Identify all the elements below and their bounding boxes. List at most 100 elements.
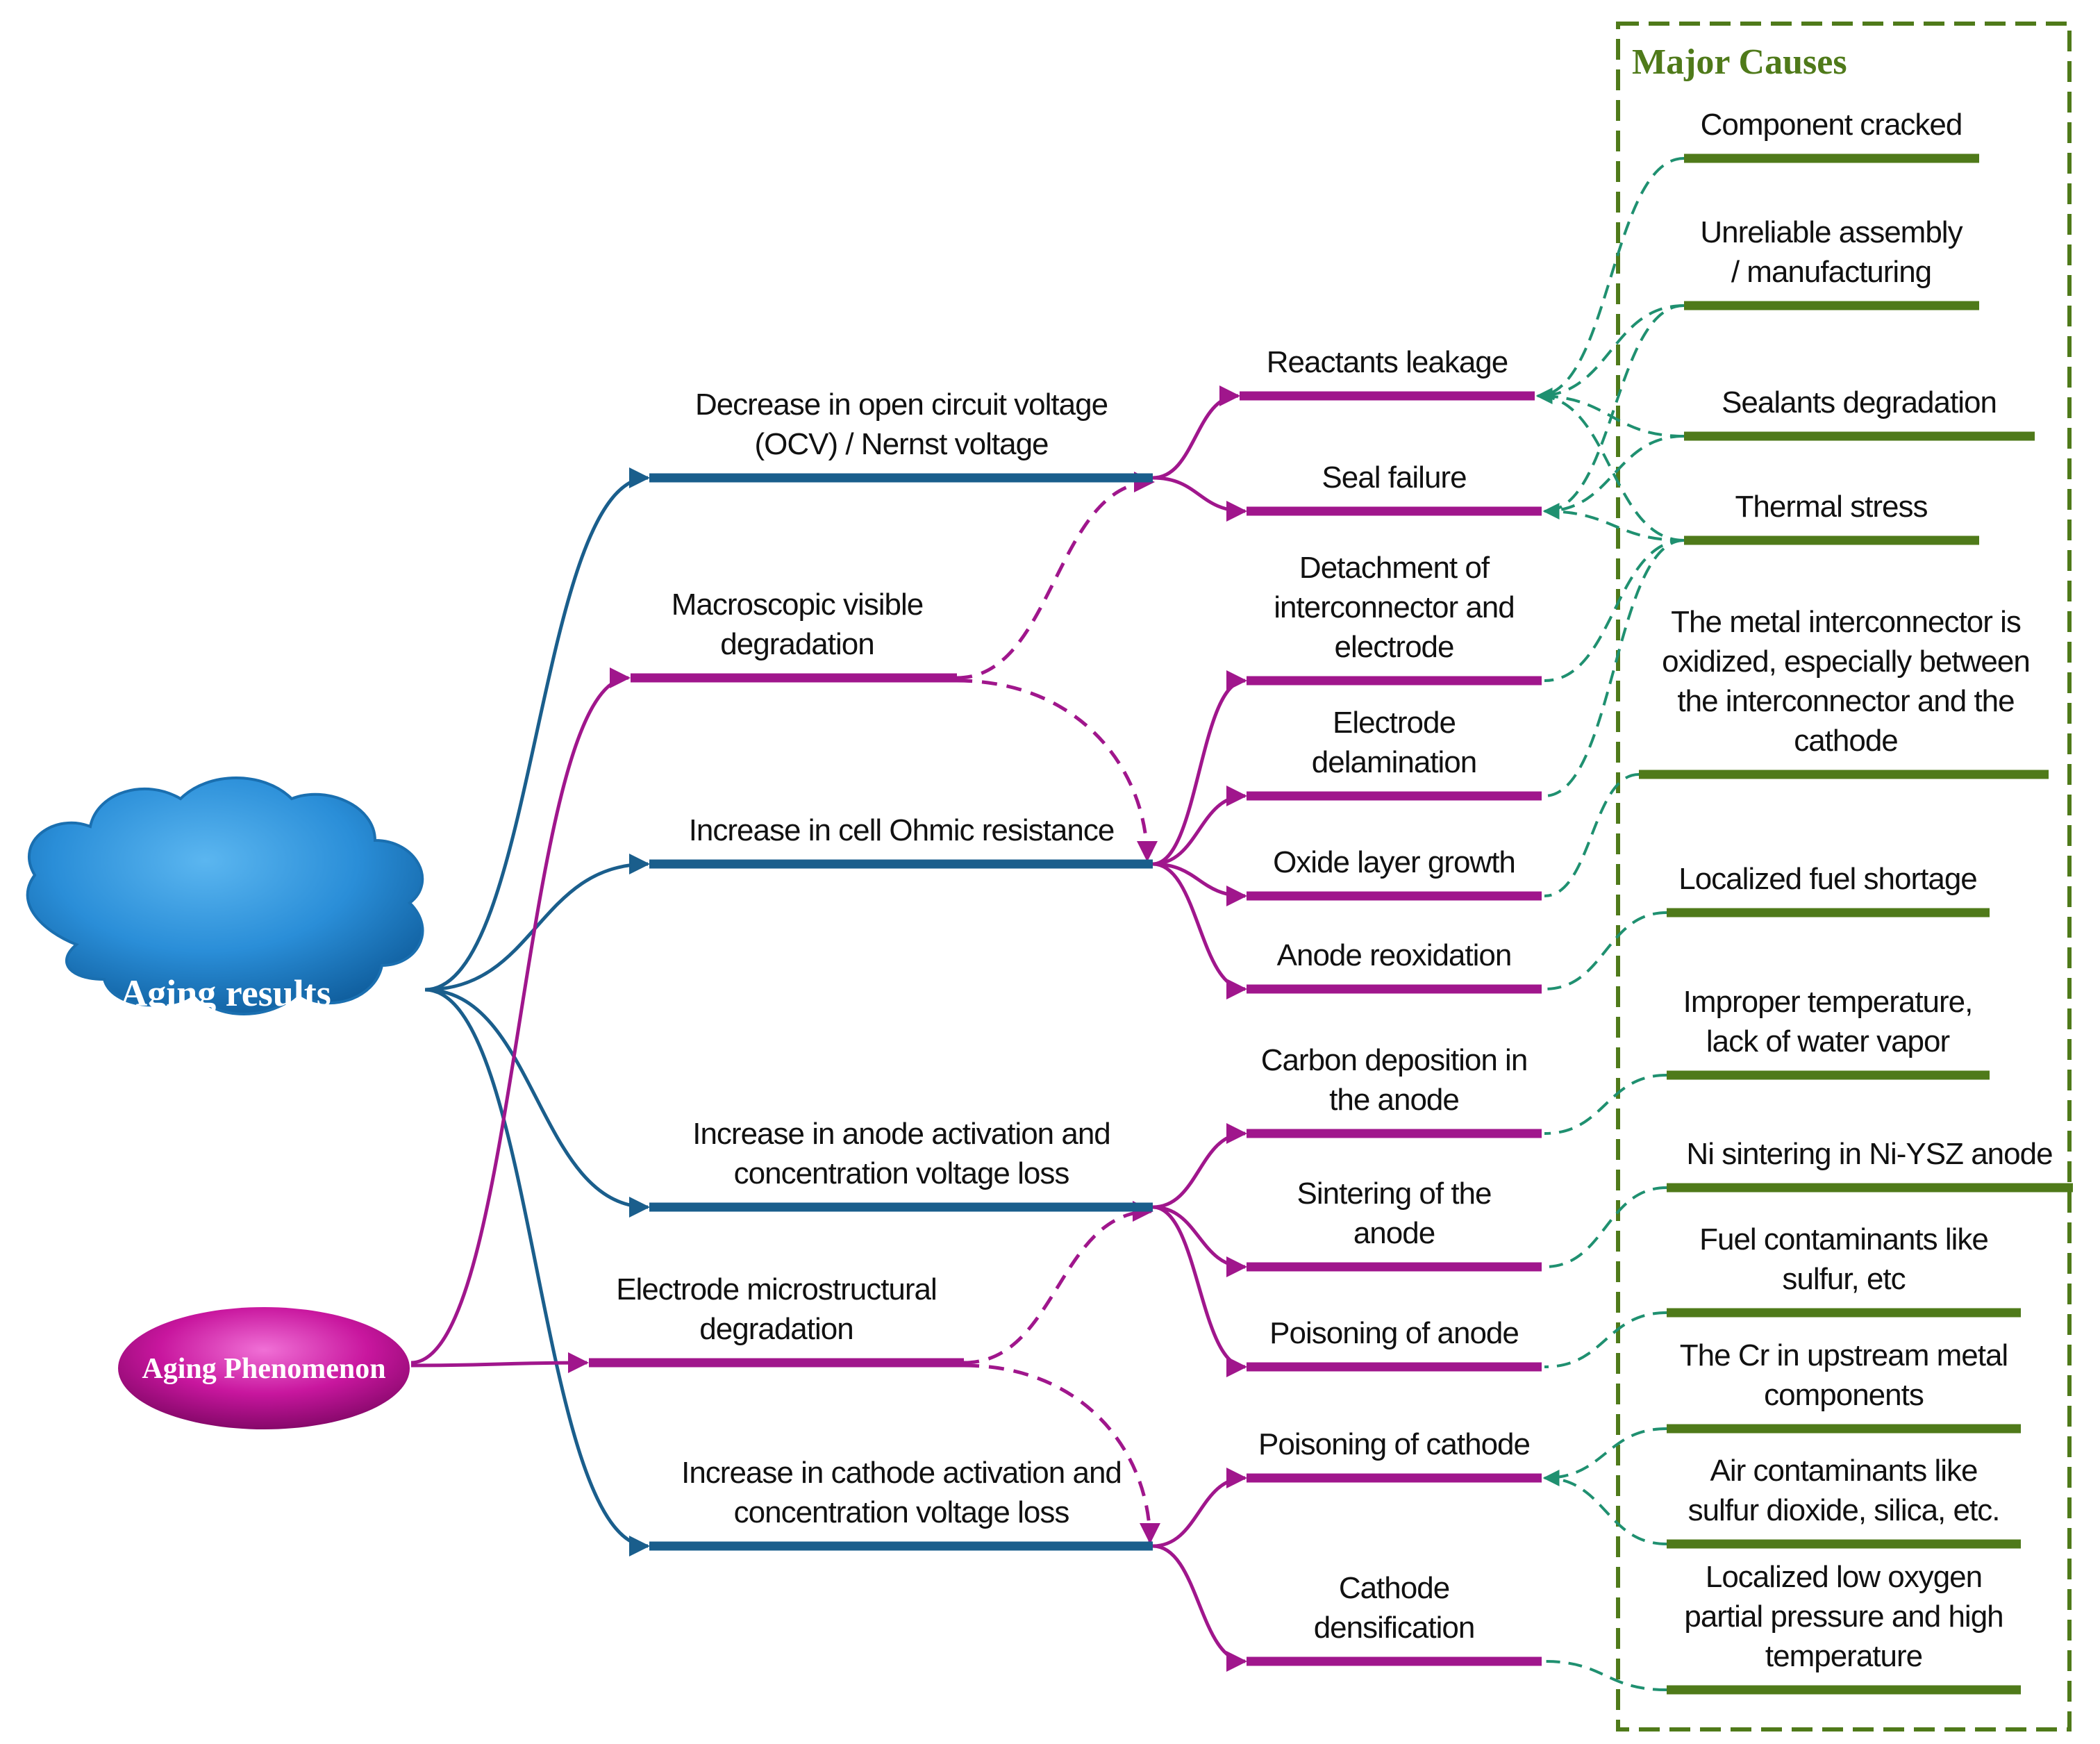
mechanism-label: Poisoning of cathode bbox=[1258, 1427, 1530, 1461]
result-to-mechanism-connector bbox=[1152, 862, 1247, 999]
result-to-mechanism-connector bbox=[1152, 1205, 1247, 1377]
mechanism-label-line: densification bbox=[1314, 1611, 1475, 1645]
cause-to-mechanism-connector bbox=[1535, 157, 1685, 404]
cause-label-line: Localized fuel shortage bbox=[1678, 862, 1977, 896]
cause-label: Thermal stress bbox=[1735, 490, 1928, 524]
cause-to-mechanism-connector bbox=[1542, 304, 1685, 520]
oval-shape bbox=[118, 1307, 410, 1429]
result-to-mechanism-connector bbox=[1152, 862, 1247, 906]
phenomenon-link-dashed bbox=[963, 1201, 1153, 1365]
mechanism-label: Reactants leakage bbox=[1267, 345, 1508, 379]
cause-label-line: The Cr in upstream metal bbox=[1680, 1338, 2008, 1372]
bars-layer bbox=[589, 153, 2073, 1695]
cause-to-mechanism-connector bbox=[1537, 395, 1685, 542]
aging-results-cloud: Aging results bbox=[26, 777, 424, 1015]
cause-to-mechanism-connector bbox=[1544, 510, 1685, 542]
mechanism-label: Anode reoxidation bbox=[1277, 938, 1512, 972]
root-to-phenomenon-connector bbox=[410, 1352, 589, 1374]
cause-label-line: cathode bbox=[1794, 724, 1898, 758]
cause-label-line: partial pressure and high bbox=[1684, 1600, 2003, 1634]
result-to-mechanism-connector bbox=[1152, 670, 1247, 866]
cloud-shape bbox=[26, 777, 424, 1015]
aging-phenomenon-label-line: Macroscopic visible bbox=[672, 588, 923, 622]
cause-label-line: Unreliable assembly bbox=[1700, 215, 1962, 249]
cause-label-line: Thermal stress bbox=[1735, 490, 1928, 524]
result-to-mechanism-connector bbox=[1152, 786, 1247, 866]
mechanism-label: Cathode densification bbox=[1314, 1571, 1475, 1645]
mechanism-label-line: Poisoning of cathode bbox=[1258, 1427, 1530, 1461]
aging-phenomenon-label-line: degradation bbox=[699, 1312, 853, 1346]
aging-phenomenon-label: Aging Phenomenon bbox=[142, 1353, 385, 1385]
mechanism-label-line: delamination bbox=[1312, 745, 1477, 779]
cause-label: Localized fuel shortage bbox=[1678, 862, 1977, 896]
aging-result-label-line: Increase in anode activation and bbox=[692, 1117, 1110, 1151]
cause-label-line: components bbox=[1764, 1378, 1924, 1412]
mechanism-label-line: Detachment of bbox=[1299, 551, 1490, 585]
cause-to-mechanism-connector bbox=[1544, 1660, 1667, 1691]
result-to-mechanism-connector bbox=[1152, 1544, 1247, 1672]
cause-to-mechanism-connector bbox=[1544, 1074, 1667, 1135]
aging-result-label-line: (OCV) / Nernst voltage bbox=[754, 427, 1048, 461]
cause-label-line: temperature bbox=[1765, 1639, 1922, 1673]
cause-to-mechanism-connector bbox=[1544, 1186, 1667, 1268]
mechanism-label-line: the anode bbox=[1329, 1083, 1459, 1117]
aging-result-label-line: Decrease in open circuit voltage bbox=[695, 388, 1108, 422]
cause-label-line: lack of water vapor bbox=[1706, 1024, 1950, 1058]
phenomenon-link-dashed bbox=[963, 1363, 1160, 1544]
cause-to-mechanism-connector bbox=[1544, 911, 1667, 990]
cause-label: Unreliable assembly/ manufacturing bbox=[1700, 215, 1962, 289]
major-causes-title: Major Causes bbox=[1632, 42, 1847, 82]
result-to-mechanism-connector bbox=[1152, 476, 1247, 522]
cause-label: The Cr in upstream metal components bbox=[1680, 1338, 2008, 1412]
root-to-result-connector bbox=[424, 467, 650, 992]
mechanism-label-line: Seal failure bbox=[1322, 460, 1466, 495]
connectors-layer bbox=[410, 157, 1685, 1691]
cause-label-line: sulfur dioxide, silica, etc. bbox=[1688, 1493, 2000, 1527]
result-to-mechanism-connector bbox=[1152, 1468, 1247, 1548]
aging-phenomenon-label-line: Electrode microstructural bbox=[616, 1272, 937, 1306]
mechanism-label: Carbon deposition in the anode bbox=[1261, 1043, 1528, 1117]
mechanism-label-line: interconnector and bbox=[1274, 590, 1514, 624]
aging-result-label-line: concentration voltage loss bbox=[734, 1156, 1069, 1190]
mechanism-label-line: Poisoning of anode bbox=[1269, 1316, 1519, 1350]
result-to-mechanism-connector bbox=[1152, 1123, 1247, 1209]
mechanism-label-line: electrode bbox=[1334, 630, 1453, 664]
cause-to-mechanism-connector bbox=[1544, 435, 1685, 513]
aging-result-label: Decrease in open circuit voltage (OCV) / … bbox=[695, 388, 1108, 461]
mechanism-label: Detachment of interconnector and electrode bbox=[1274, 551, 1514, 664]
mechanism-label-line: Cathode bbox=[1339, 1571, 1449, 1605]
root-to-result-connector bbox=[424, 988, 650, 1556]
cause-label-line: Sealants degradation bbox=[1722, 385, 1997, 420]
result-to-mechanism-connector bbox=[1152, 1205, 1247, 1277]
cause-label-line: Localized low oxygen bbox=[1706, 1560, 1982, 1594]
cause-label: Improper temperature,lack of water vapor bbox=[1683, 985, 1973, 1058]
aging-phenomenon-oval: Aging Phenomenon bbox=[118, 1307, 410, 1429]
phenomenon-link-dashed bbox=[956, 679, 1158, 862]
mechanism-label-line: Reactants leakage bbox=[1267, 345, 1508, 379]
cause-label: Fuel contaminants like sulfur, etc bbox=[1699, 1222, 1988, 1296]
mechanism-label-line: Carbon deposition in bbox=[1261, 1043, 1528, 1077]
cause-label-line: The metal interconnector is bbox=[1671, 605, 2021, 639]
cause-label: Sealants degradation bbox=[1722, 385, 1997, 420]
mechanism-label-line: Oxide layer growth bbox=[1273, 845, 1515, 879]
mechanism-label: Oxide layer growth bbox=[1273, 845, 1515, 879]
cause-label-line: Component cracked bbox=[1701, 108, 1962, 142]
mechanism-label-line: Electrode bbox=[1333, 706, 1456, 740]
labels-layer: Decrease in open circuit voltage (OCV) / … bbox=[616, 108, 2053, 1673]
aging-result-label: Increase in anode activation and concentr… bbox=[692, 1117, 1110, 1190]
cause-label-line: sulfur, etc bbox=[1782, 1262, 1905, 1296]
cause-to-mechanism-connector bbox=[1544, 773, 1640, 897]
cause-label-line: the interconnector and the bbox=[1677, 684, 2014, 718]
cause-label: Ni sintering in Ni-YSZ anode bbox=[1686, 1137, 2052, 1171]
aging-results-label: Aging results bbox=[120, 972, 331, 1014]
cause-label-line: Fuel contaminants like bbox=[1699, 1222, 1988, 1256]
cause-label-line: Ni sintering in Ni-YSZ anode bbox=[1686, 1137, 2052, 1171]
aging-phenomenon-label: Electrode microstructural degradation bbox=[616, 1272, 937, 1346]
mechanism-label: Electrode delamination bbox=[1312, 706, 1477, 779]
root-to-phenomenon-connector bbox=[410, 667, 631, 1365]
